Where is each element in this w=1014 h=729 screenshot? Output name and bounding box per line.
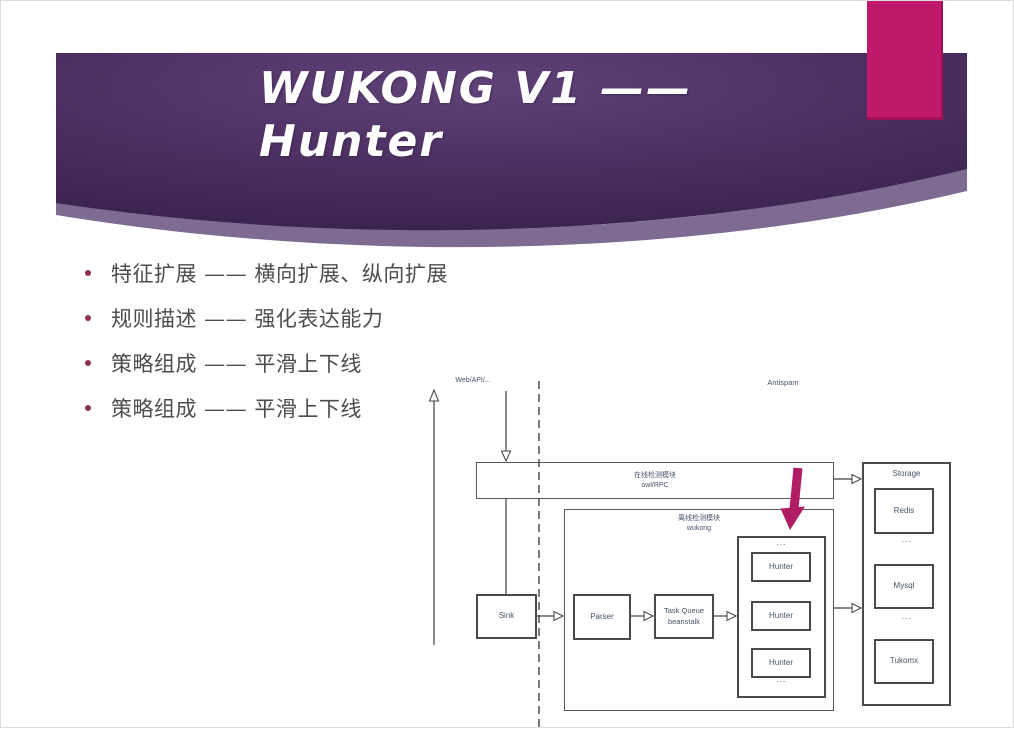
down-arrow-icon: [500, 391, 512, 463]
online-module-label-line2: owl/RPC: [641, 481, 669, 489]
accent-rectangle: [867, 1, 943, 120]
bullet-dot-icon: [85, 314, 91, 321]
redis-box: Redis: [874, 488, 934, 534]
web-api-label: Web/API/...: [455, 377, 491, 384]
banner-underband: [56, 167, 967, 248]
task-queue-box: Task Queue beanstalk: [654, 594, 714, 639]
bullet-dot-icon: [85, 269, 91, 276]
bullet-item: 特征扩展 —— 横向扩展、纵向扩展: [85, 257, 448, 288]
task-queue-label-line1: Task Queue: [663, 606, 705, 616]
online-to-storage-arrow: [834, 473, 863, 485]
ellipsis-label: ...: [776, 538, 787, 547]
offline-module-label: 离线检测模块 wukong: [564, 514, 834, 534]
storage-label: Storage: [892, 469, 921, 478]
offline-module-label-line2: wukong: [686, 524, 712, 532]
slide-title-line2: Hunter: [259, 115, 444, 167]
hunter-box: Hunter: [751, 601, 811, 631]
task-queue-label-line2: beanstalk: [667, 616, 701, 626]
ellipsis-label: ...: [776, 675, 787, 684]
online-module-label-line1: 在线检测模块: [634, 472, 676, 480]
mysql-box: Mysql: [874, 564, 934, 609]
bullet-list: 特征扩展 —— 横向扩展、纵向扩展 规则描述 —— 强化表达能力 策略组成 ——…: [85, 257, 448, 437]
antispam-label: Antispam: [767, 378, 799, 387]
up-arrow-icon: [428, 388, 440, 645]
slide-title-line1: WUKONG V1 ——: [259, 63, 693, 114]
page-title: WUKONG V1 —— Hunter: [259, 63, 692, 169]
banner-shape: [56, 53, 967, 231]
ellipsis-label: ...: [901, 612, 912, 621]
offline-module-label-line1: 离线检测模块: [678, 515, 720, 522]
bullet-text: 特征扩展 —— 横向扩展、纵向扩展: [111, 261, 448, 286]
tukomx-box: Tukomx: [874, 639, 934, 684]
wukong-to-storage-arrow: [834, 602, 863, 614]
bullet-text: 策略组成 —— 平滑上下线: [111, 351, 362, 376]
bullet-item: 策略组成 —— 平滑上下线: [85, 347, 448, 378]
bullet-text: 策略组成 —— 平滑上下线: [111, 396, 362, 421]
bullet-dot-icon: [85, 404, 91, 411]
bullet-dot-icon: [85, 359, 91, 366]
sink-to-wukong-arrow: [537, 610, 565, 622]
bullet-item: 策略组成 —— 平滑上下线: [85, 392, 448, 423]
hunter-box: Hunter: [751, 648, 811, 678]
sink-box: Sink: [476, 594, 537, 639]
ellipsis-label: ...: [901, 535, 912, 544]
bullet-text: 规则描述 —— 强化表达能力: [111, 306, 384, 331]
bullet-item: 规则描述 —— 强化表达能力: [85, 302, 448, 333]
online-module-box: 在线检测模块 owl/RPC: [476, 462, 834, 499]
architecture-diagram: Web/API/... Antispam 在线检测模块 owl/RPC 离线检测…: [421, 373, 981, 729]
hunter-box: Hunter: [751, 552, 811, 582]
parser-box: Parser: [573, 594, 631, 640]
title-banner: [56, 53, 967, 248]
